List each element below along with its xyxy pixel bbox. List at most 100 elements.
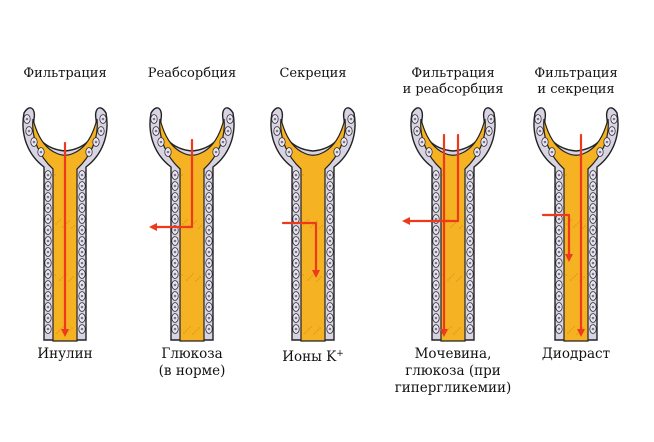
lumen-speckle — [195, 220, 197, 222]
lumen-speckle — [200, 225, 202, 227]
cell-nucleus — [328, 327, 332, 331]
cell-nucleus — [207, 173, 211, 177]
cell-nucleus — [294, 239, 298, 243]
cell-nucleus — [591, 206, 595, 210]
column-filtration: Фильтрация Инулин — [0, 0, 130, 442]
cell-nucleus — [173, 228, 177, 232]
lumen-speckle — [570, 219, 572, 221]
label-line: гипергликемии) — [394, 380, 512, 396]
lumen-speckle — [576, 333, 578, 335]
cell-nucleus — [591, 173, 595, 177]
lumen-speckle — [573, 226, 575, 228]
cell-nucleus — [349, 117, 353, 121]
cell-nucleus — [434, 327, 438, 331]
cell-nucleus — [468, 283, 472, 287]
cell-nucleus — [173, 239, 177, 243]
cell-nucleus — [101, 117, 105, 121]
cell-nucleus — [328, 239, 332, 243]
title-line: Секреция — [279, 66, 347, 81]
cell-nucleus — [46, 316, 50, 320]
cell-nucleus — [427, 150, 431, 154]
cell-nucleus — [80, 195, 84, 199]
cell-nucleus — [550, 150, 554, 154]
cell-nucleus — [591, 228, 595, 232]
cell-nucleus — [207, 261, 211, 265]
column-reabsorption: Реабсорбция Глюкоза (в норме) — [127, 0, 257, 442]
cell-nucleus — [434, 316, 438, 320]
cell-nucleus — [328, 316, 332, 320]
lumen-speckle — [196, 329, 198, 331]
cell-nucleus — [434, 294, 438, 298]
lumen-speckle — [58, 330, 60, 332]
cell-nucleus — [173, 206, 177, 210]
cell-nucleus — [80, 316, 84, 320]
lumen-speckle — [448, 328, 450, 330]
label-line: Ионы K+ — [248, 346, 378, 366]
secretion-arrow — [541, 213, 571, 257]
cell-nucleus — [557, 173, 561, 177]
column-title: Реабсорбция — [127, 66, 257, 82]
cell-nucleus — [294, 316, 298, 320]
cell-nucleus — [80, 283, 84, 287]
nephron-tubule — [270, 107, 356, 342]
lumen-speckle — [184, 221, 186, 223]
cell-nucleus — [46, 272, 50, 276]
cell-nucleus — [415, 129, 419, 133]
lumen-speckle — [458, 278, 460, 280]
cell-nucleus — [591, 195, 595, 199]
lumen-speckle — [73, 225, 75, 227]
cell-nucleus — [273, 117, 277, 121]
cell-nucleus — [557, 217, 561, 221]
lumen-speckle — [190, 275, 192, 277]
lumen-speckle — [56, 332, 58, 334]
title-line: Фильтрация — [23, 66, 107, 81]
lumen-speckle — [565, 174, 567, 176]
cell-nucleus — [46, 261, 50, 265]
cell-nucleus — [328, 272, 332, 276]
title-line: Реабсорбция — [147, 66, 237, 81]
cell-nucleus — [80, 173, 84, 177]
lumen-speckle — [195, 280, 197, 282]
cell-nucleus — [294, 261, 298, 265]
cell-nucleus — [434, 228, 438, 232]
lumen-speckle — [57, 221, 59, 223]
column-secretion: Секреция Ионы K+ — [248, 0, 378, 442]
cell-nucleus — [166, 150, 170, 154]
cell-nucleus — [591, 261, 595, 265]
lumen-speckle — [450, 226, 452, 228]
cell-nucleus — [434, 272, 438, 276]
cell-nucleus — [468, 228, 472, 232]
cell-nucleus — [46, 206, 50, 210]
lumen-speckle — [182, 223, 184, 225]
cell-nucleus — [207, 316, 211, 320]
arrow-head — [440, 329, 448, 337]
tubule-lumen — [280, 118, 346, 342]
cell-nucleus — [468, 316, 472, 320]
cell-nucleus — [80, 228, 84, 232]
lumen-speckle — [319, 327, 321, 329]
cell-nucleus — [46, 195, 50, 199]
cell-nucleus — [328, 283, 332, 287]
cell-nucleus — [294, 228, 298, 232]
nephron-tubule — [149, 107, 235, 342]
cell-nucleus — [294, 184, 298, 188]
cell-nucleus — [173, 316, 177, 320]
lumen-speckle — [198, 327, 200, 329]
column-filtration-reabsorption: Фильтрация и реабсорбция Мочевина, глюко… — [388, 0, 518, 442]
lumen-speckle — [310, 326, 312, 328]
cell-nucleus — [207, 294, 211, 298]
cell-nucleus — [591, 327, 595, 331]
lumen-speckle — [565, 274, 567, 276]
cell-nucleus — [328, 195, 332, 199]
lumen-speckle — [584, 225, 586, 227]
cell-nucleus — [328, 173, 332, 177]
title-line: и реабсорбция — [402, 82, 504, 97]
lumen-speckle — [318, 278, 320, 280]
cell-nucleus — [475, 150, 479, 154]
label-line: Диодраст — [541, 346, 611, 362]
cell-nucleus — [342, 140, 346, 144]
cell-nucleus — [207, 327, 211, 331]
cell-nucleus — [173, 305, 177, 309]
cell-nucleus — [228, 117, 232, 121]
cell-nucleus — [434, 217, 438, 221]
